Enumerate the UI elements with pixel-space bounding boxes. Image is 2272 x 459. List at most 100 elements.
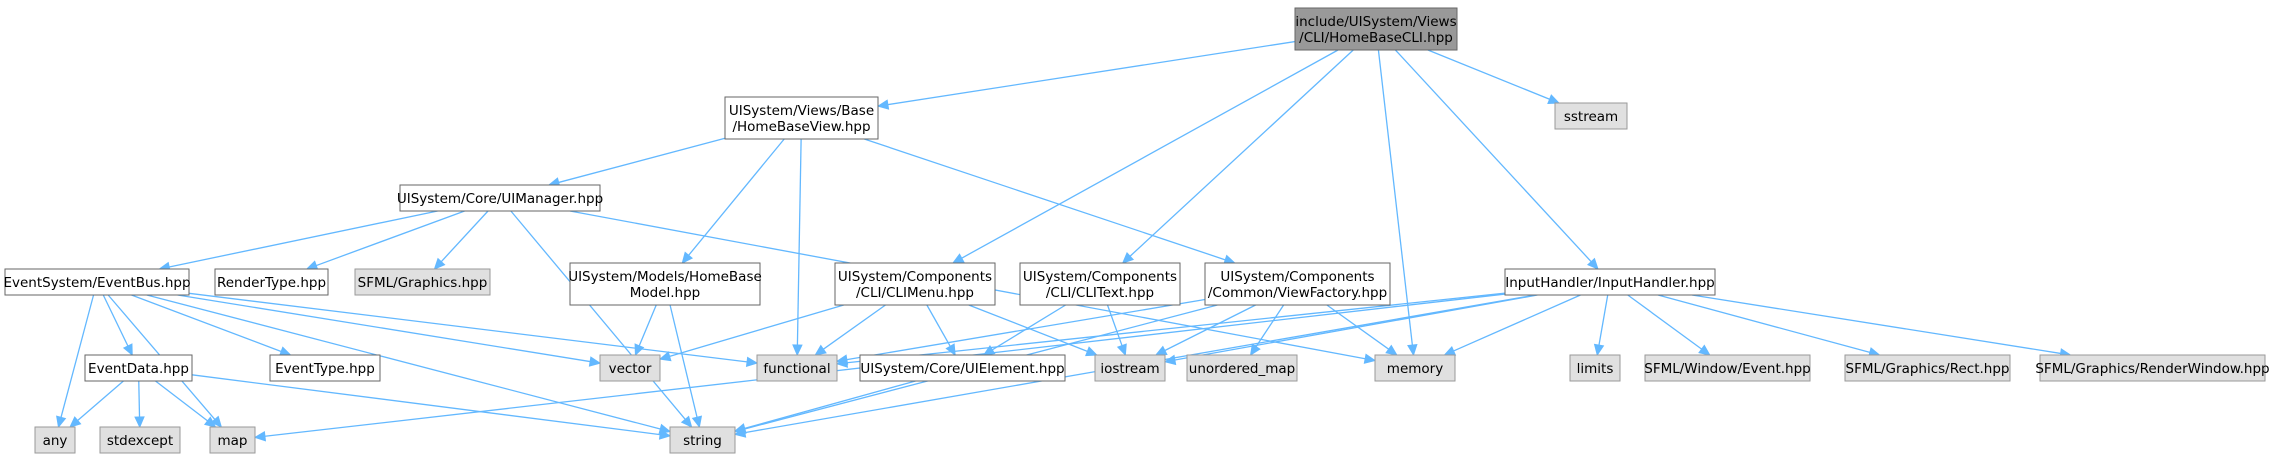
node-climenu[interactable]: UISystem/Components/CLI/CLIMenu.hpp [834, 262, 996, 306]
node-label-string: string [683, 433, 722, 449]
arrowhead-eventbus-to-map [210, 415, 223, 428]
arrowhead-root-to-climenu [951, 253, 965, 264]
edge-uimanager-to-eventbus [169, 210, 438, 268]
node-box-sfmlevent [1644, 354, 1811, 382]
node-box-any [34, 426, 76, 454]
arrowhead-root-to-inputhandler [1586, 257, 1599, 270]
node-label-sfmlevent: SFML/Window/Event.hpp [1644, 361, 1811, 377]
arrowhead-viewfactory-to-unordered_map [1249, 343, 1261, 357]
node-label-sfmlrenderwindow: SFML/Graphics/RenderWindow.hpp [2035, 361, 2269, 377]
arrowhead-clitext-to-iostream [1116, 343, 1127, 357]
node-label-uimanager: UISystem/Core/UIManager.hpp [397, 191, 603, 207]
edge-root-to-sstream [1427, 49, 1550, 100]
arrowhead-homebaseview-to-homebasemodel [681, 251, 694, 264]
node-box-homebaseview [724, 96, 879, 140]
node-viewfactory[interactable]: UISystem/Components/Common/ViewFactory.h… [1204, 262, 1391, 306]
edge-eventbus-to-eventtype [131, 294, 282, 353]
edge-homebaseview-to-homebasemodel [688, 138, 785, 256]
arrowhead-inputhandler-to-map [253, 430, 267, 442]
node-label-clitext: /CLI/CLIText.hpp [1046, 285, 1154, 301]
node-root[interactable]: include/UISystem/Views/CLI/HomeBaseCLI.h… [1294, 7, 1458, 51]
node-box-homebasemodel [569, 262, 761, 306]
node-label-any: any [43, 433, 68, 449]
dependency-nodes: include/UISystem/Views/CLI/HomeBaseCLI.h… [3, 7, 2270, 454]
node-box-sfmlrect [1844, 354, 2011, 382]
node-label-homebasemodel: UISystem/Models/HomeBase [568, 269, 762, 285]
edge-eventbus-to-any [60, 294, 95, 418]
node-label-eventbus: EventSystem/EventBus.hpp [3, 275, 190, 291]
node-box-root [1294, 7, 1458, 51]
node-label-climenu: /CLI/CLIMenu.hpp [856, 285, 974, 301]
node-sfmlrect: SFML/Graphics/Rect.hpp [1844, 354, 2011, 382]
node-label-inputhandler: InputHandler/InputHandler.hpp [1505, 275, 1715, 291]
node-label-viewfactory: /Common/ViewFactory.hpp [1208, 285, 1387, 301]
edge-viewfactory-to-unordered_map [1255, 304, 1285, 348]
edge-eventbus-to-string [146, 294, 661, 430]
edge-eventdata-to-stdexcept [138, 380, 141, 418]
arrowhead-root-to-homebaseview [876, 99, 890, 110]
node-box-uimanager [399, 184, 601, 212]
node-uimanager[interactable]: UISystem/Core/UIManager.hpp [397, 184, 603, 212]
node-limits: limits [1569, 354, 1621, 382]
node-label-climenu: UISystem/Components [838, 269, 992, 285]
arrowhead-uimanager-to-memory [1363, 353, 1377, 364]
node-label-sfmlgraphics: SFML/Graphics.hpp [358, 275, 488, 291]
node-box-stdexcept [99, 426, 181, 454]
edge-inputhandler-to-limits [1598, 294, 1609, 346]
node-eventdata[interactable]: EventData.hpp [84, 354, 193, 382]
node-box-clitext [1019, 262, 1181, 306]
node-label-unordered_map: unordered_map [1189, 361, 1295, 377]
node-box-iostream [1094, 354, 1166, 382]
edge-climenu-to-functional [823, 304, 886, 350]
edge-climenu-to-vector [669, 304, 844, 357]
arrowhead-eventbus-to-any [56, 415, 67, 429]
arrowhead-inputhandler-to-sfmlevent [1698, 344, 1711, 356]
arrowhead-viewfactory-to-iostream [1154, 345, 1168, 356]
arrowhead-root-to-memory [1407, 343, 1418, 357]
node-string: string [669, 426, 736, 454]
edge-homebasemodel-to-vector [638, 304, 657, 347]
arrowhead-climenu-to-uielement [945, 343, 956, 357]
node-box-uielement [859, 354, 1066, 382]
node-sfmlgraphics: SFML/Graphics.hpp [354, 268, 491, 296]
node-eventbus[interactable]: EventSystem/EventBus.hpp [3, 268, 191, 296]
arrowhead-eventdata-to-map [203, 416, 217, 428]
edge-inputhandler-to-memory [1453, 294, 1581, 352]
node-label-homebaseview: /HomeBaseView.hpp [732, 119, 870, 135]
edge-inputhandler-to-functional [846, 292, 1506, 364]
arrowhead-homebasemodel-to-vector [634, 343, 645, 357]
node-box-inputhandler [1504, 268, 1716, 296]
arrowhead-inputhandler-to-string [733, 427, 747, 438]
node-box-string [669, 426, 736, 454]
edge-root-to-memory [1377, 49, 1414, 346]
edge-eventbus-to-eventdata [102, 294, 129, 347]
node-label-viewfactory: UISystem/Components [1220, 269, 1374, 285]
node-vector: vector [599, 354, 661, 382]
node-label-memory: memory [1387, 361, 1443, 377]
node-homebaseview[interactable]: UISystem/Views/Base/HomeBaseView.hpp [724, 96, 879, 140]
node-label-functional: functional [763, 361, 830, 377]
node-label-clitext: UISystem/Components [1023, 269, 1177, 285]
edge-root-to-climenu [961, 49, 1339, 259]
arrowhead-inputhandler-to-limits [1593, 343, 1605, 357]
node-box-sfmlgraphics [354, 268, 491, 296]
node-rendertype[interactable]: RenderType.hpp [214, 268, 329, 296]
node-unordered_map: unordered_map [1186, 354, 1298, 382]
node-inputhandler[interactable]: InputHandler/InputHandler.hpp [1504, 268, 1716, 296]
node-box-sstream [1554, 102, 1628, 130]
edge-eventdata-to-any [77, 380, 124, 421]
node-eventtype[interactable]: EventType.hpp [269, 354, 381, 382]
node-uielement[interactable]: UISystem/Core/UIElement.hpp [859, 354, 1066, 382]
edge-root-to-clitext [1129, 49, 1354, 257]
edge-homebaseview-to-uimanager [558, 137, 726, 184]
arrowhead-uimanager-to-string [680, 415, 693, 428]
node-stdexcept: stdexcept [99, 426, 181, 454]
edge-clitext-to-uielement [991, 304, 1066, 351]
edge-uielement-to-string [744, 380, 916, 429]
arrowhead-homebaseview-to-functional [792, 344, 803, 357]
node-clitext[interactable]: UISystem/Components/CLI/CLIText.hpp [1019, 262, 1181, 306]
node-sstream: sstream [1554, 102, 1628, 130]
arrowhead-root-to-clitext [1121, 252, 1135, 264]
